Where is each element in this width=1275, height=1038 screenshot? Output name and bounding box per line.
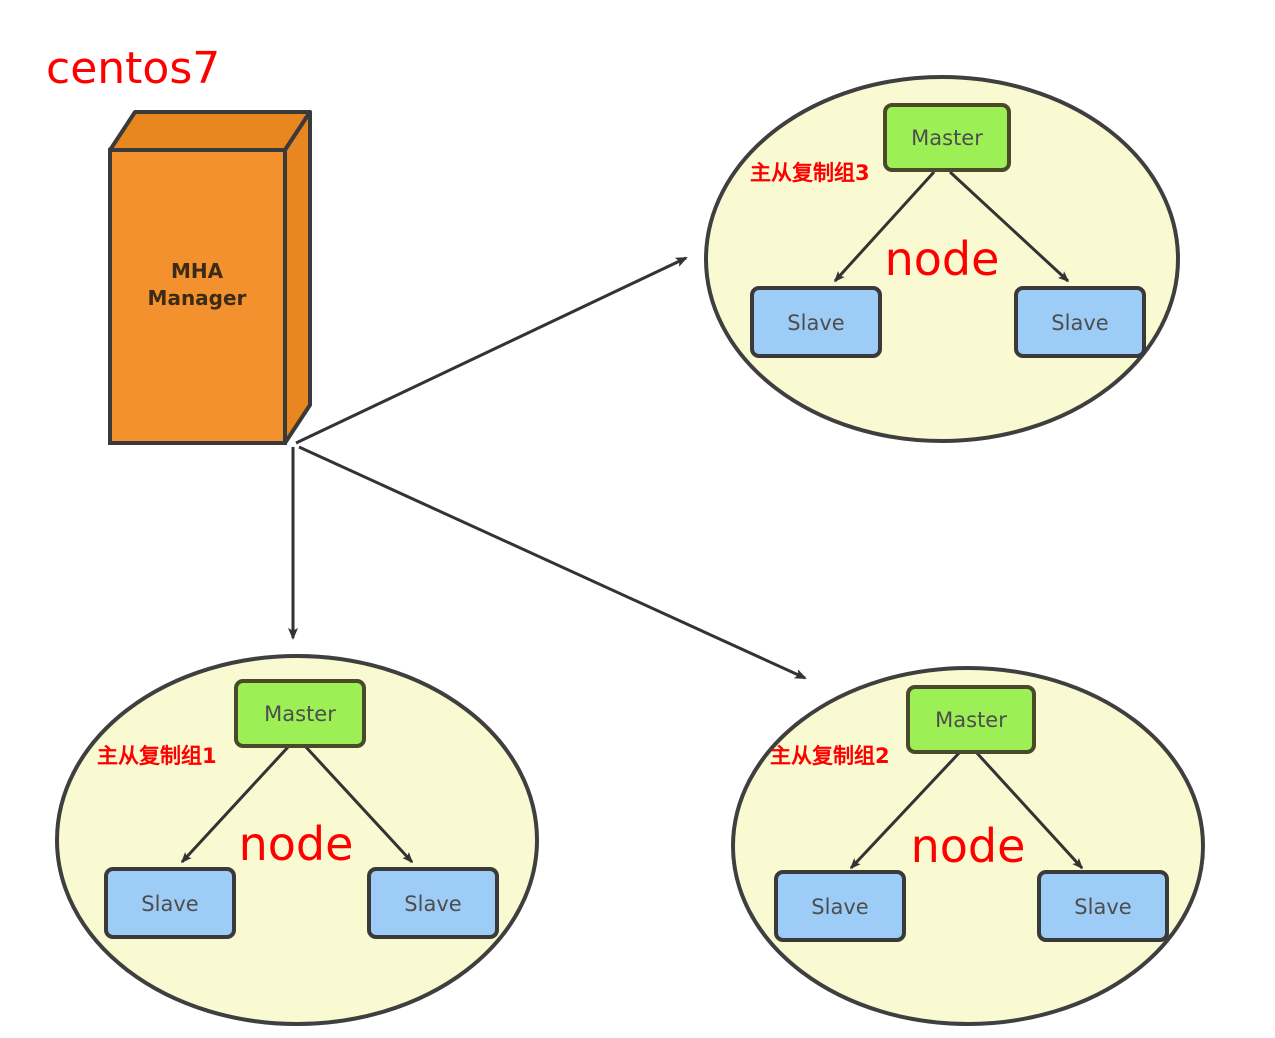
group1-slave-left-label: Slave (141, 892, 198, 916)
group2-slave-left-box (774, 870, 906, 942)
group1-arrow-master-to-slave-right (303, 744, 414, 864)
replication-group-3[interactable]: 主从复制组3 node Master Slave Slave (704, 75, 1180, 443)
group3-slave-right-label: Slave (1051, 311, 1108, 335)
group3-caption: 主从复制组3 (750, 161, 870, 185)
group1-slave-right-label: Slave (404, 892, 461, 916)
group3-master-box (883, 103, 1011, 172)
group2-slave-right-label: Slave (1074, 895, 1131, 919)
group2-arrow-master-to-slave-right (974, 750, 1084, 870)
manager-front-face (108, 148, 287, 445)
manager-label-line2: Manager (148, 286, 247, 310)
group1-master-node[interactable]: Master (234, 679, 366, 748)
manager-top-face (108, 110, 312, 152)
group3-slave-left-node[interactable]: Slave (750, 286, 882, 358)
group2-master-box (906, 685, 1036, 754)
manager-label-line1: MHA (171, 259, 224, 283)
group2-arrow-master-to-slave-left (849, 750, 962, 870)
group3-master-node[interactable]: Master (883, 103, 1011, 172)
group3-slave-left-box (750, 286, 882, 358)
group1-master-label: Master (264, 702, 336, 726)
os-label: centos7 (46, 43, 220, 94)
group3-arrow-master-to-slave-right (948, 170, 1070, 283)
manager-side-face (283, 110, 312, 445)
group2-master-label: Master (935, 708, 1007, 732)
group2-master-node[interactable]: Master (906, 685, 1036, 754)
group1-node-label: node (239, 817, 354, 871)
group3-slave-right-node[interactable]: Slave (1014, 286, 1146, 358)
group3-arrow-master-to-slave-left (833, 170, 936, 283)
group2-slave-left-label: Slave (811, 895, 868, 919)
group1-slave-right-node[interactable]: Slave (367, 867, 499, 939)
arrow-manager-to-group2 (298, 445, 807, 680)
replication-group-1[interactable]: 主从复制组1 node Master Slave Slave (55, 654, 539, 1026)
arrow-manager-to-group3 (295, 256, 688, 445)
group1-slave-left-node[interactable]: Slave (104, 867, 236, 939)
group3-slave-left-label: Slave (787, 311, 844, 335)
group2-slave-left-node[interactable]: Slave (774, 870, 906, 942)
group1-slave-left-box (104, 867, 236, 939)
group3-master-label: Master (911, 126, 983, 150)
group1-arrow-master-to-slave-left (180, 744, 291, 864)
manager-connectors (288, 256, 807, 680)
group1-caption: 主从复制组1 (97, 744, 217, 768)
group2-slave-right-box (1037, 870, 1169, 942)
group2-caption: 主从复制组2 (770, 744, 890, 768)
group1-slave-right-box (367, 867, 499, 939)
replication-group-2[interactable]: 主从复制组2 node Master Slave Slave (731, 666, 1205, 1026)
group3-node-label: node (885, 232, 1000, 286)
group2-slave-right-node[interactable]: Slave (1037, 870, 1169, 942)
group2-node-label: node (911, 819, 1026, 873)
mha-manager-box[interactable]: MHA Manager (108, 110, 312, 445)
group1-master-box (234, 679, 366, 748)
group3-slave-right-box (1014, 286, 1146, 358)
